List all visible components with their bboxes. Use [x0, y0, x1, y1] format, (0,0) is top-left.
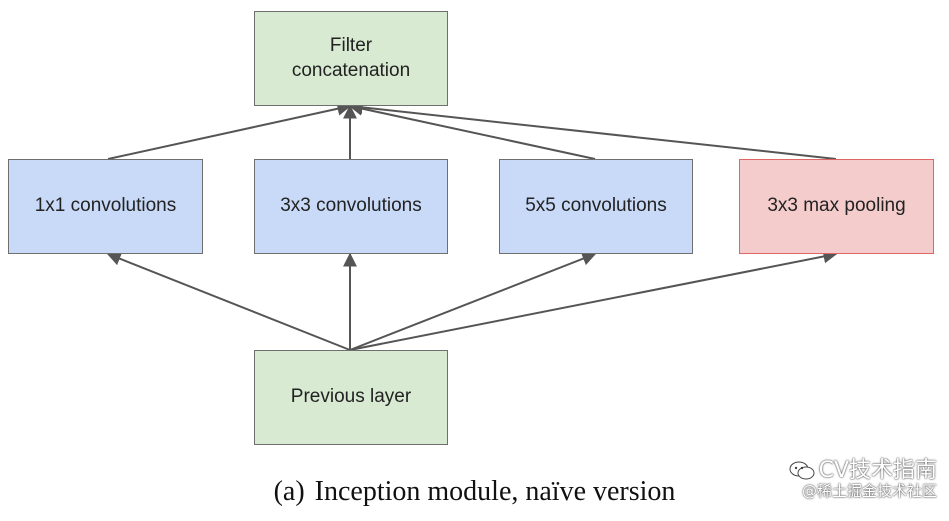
watermark-line2: @稀土掘金技术社区: [801, 482, 937, 501]
conv-3x3-node: 3x3 convolutions: [254, 159, 448, 254]
watermark-line1: CV技术指南: [789, 458, 937, 483]
watermark: CV技术指南 @稀土掘金技术社区: [789, 458, 937, 501]
conv-5x5-label: 5x5 convolutions: [525, 195, 667, 217]
wechat-icon: [789, 461, 815, 480]
arrow-prev-to-maxpool: [349, 249, 838, 351]
conv-1x1-node: 1x1 convolutions: [8, 159, 203, 254]
max-pooling-label: 3x3 max pooling: [767, 195, 906, 217]
filter-concatenation-line2: concatenation: [291, 59, 411, 81]
caption-tag: (a): [273, 476, 305, 507]
watermark-line1-text: CV技术指南: [818, 458, 937, 483]
arrow-1x1-to-concat: [107, 101, 352, 160]
arrow-5x5-to-concat: [348, 101, 596, 160]
arrow-maxpool-to-concat: [348, 100, 837, 160]
arrow-prev-to-5x5: [349, 252, 597, 351]
filter-concatenation-line1: Filter: [329, 34, 373, 56]
arrow-prev-to-1x1: [106, 252, 351, 351]
conv-3x3-label: 3x3 convolutions: [280, 195, 422, 217]
figure-caption: (a) Inception module, naïve version: [0, 476, 949, 508]
conv-5x5-node: 5x5 convolutions: [499, 159, 693, 254]
filter-concatenation-node: Filter concatenation: [254, 11, 448, 106]
caption-text: Inception module, naïve version: [314, 476, 676, 507]
previous-layer-node: Previous layer: [254, 350, 448, 445]
previous-layer-label: Previous layer: [290, 386, 412, 408]
conv-1x1-label: 1x1 convolutions: [34, 195, 177, 217]
max-pooling-node: 3x3 max pooling: [739, 159, 934, 254]
